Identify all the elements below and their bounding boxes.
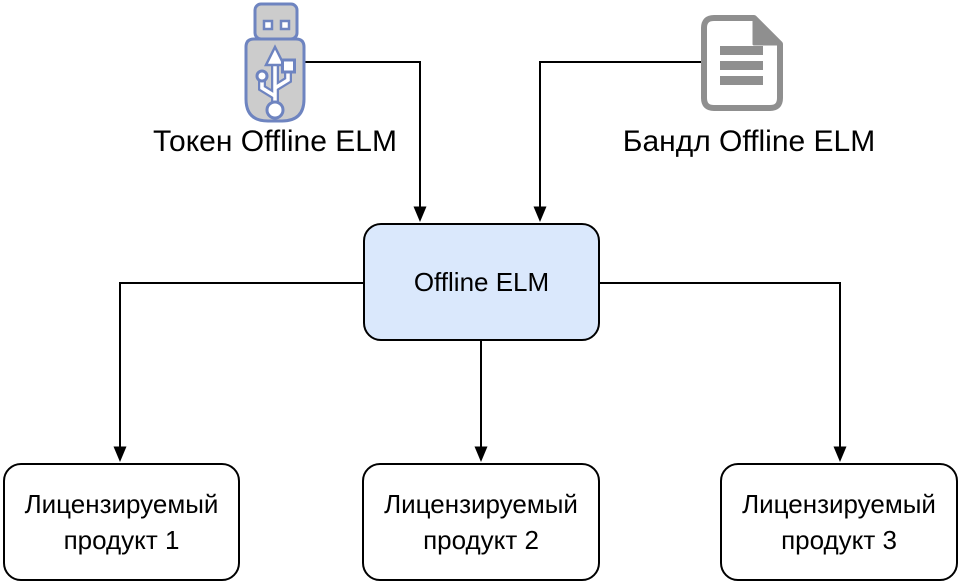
node-product-2-label: Лицензируемый продукт 2	[384, 489, 578, 555]
document-bundle-icon	[701, 15, 783, 111]
arrowhead-token-to-elm	[413, 206, 427, 222]
node-product-3-label: Лицензируемый продукт 3	[742, 489, 936, 555]
arrowhead-elm-to-product3	[833, 446, 847, 462]
node-offline-elm: Offline ELM	[363, 223, 600, 341]
connector-bundle-to-elm	[539, 61, 702, 207]
connector-token-to-elm	[304, 61, 421, 207]
node-offline-elm-label: Offline ELM	[413, 267, 550, 297]
token-label: Токен Offline ELM	[153, 125, 397, 158]
node-product-2: Лицензируемый продукт 2	[362, 463, 600, 581]
node-product-1: Лицензируемый продукт 1	[3, 463, 240, 581]
usb-flash-drive-icon	[244, 2, 306, 124]
connector-elm-to-product1	[119, 282, 363, 447]
arrowhead-elm-to-product2	[474, 446, 488, 462]
arrowhead-bundle-to-elm	[533, 206, 547, 222]
arrowhead-elm-to-product1	[113, 446, 127, 462]
bundle-label: Бандл Offline ELM	[622, 125, 876, 158]
node-product-3: Лицензируемый продукт 3	[720, 463, 958, 581]
connector-elm-to-product3	[600, 282, 841, 447]
node-product-1-label: Лицензируемый продукт 1	[24, 489, 219, 555]
